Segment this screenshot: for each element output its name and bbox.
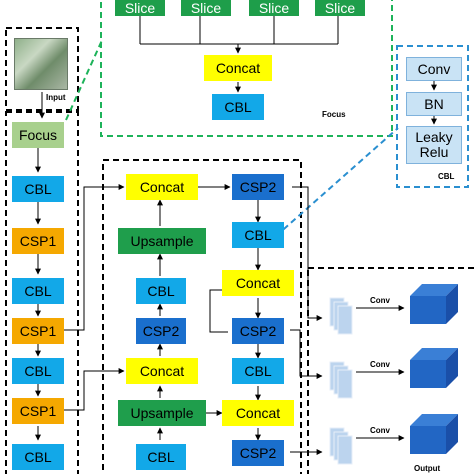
head-conv-label-3: Conv — [370, 426, 390, 435]
neck-csp2-right-2: CSP2 — [232, 318, 284, 344]
neck-frame — [102, 159, 302, 474]
focus-cbl: CBL — [212, 94, 264, 120]
head-conv-label-1: Conv — [370, 296, 390, 305]
backbone-csp1-3: CSP1 — [12, 398, 64, 424]
neck-concat-1: Concat — [126, 174, 198, 200]
neck-csp2-right-3: CSP2 — [232, 440, 284, 466]
neck-upsample-2: Upsample — [118, 400, 206, 426]
backbone-csp1-1: CSP1 — [12, 228, 64, 254]
backbone-csp1-2: CSP1 — [12, 318, 64, 344]
neck-csp2-1: CSP2 — [136, 318, 186, 344]
neck-cbl-1: CBL — [136, 278, 186, 304]
backbone-cbl-2: CBL — [12, 278, 64, 304]
cbl-leaky-relu: Leaky Relu — [406, 126, 462, 164]
cbl-bn: BN — [406, 92, 462, 116]
cbl-frame — [396, 45, 469, 188]
backbone-focus: Focus — [12, 122, 64, 148]
cbl-panel-title: CBL — [438, 172, 455, 181]
input-label: Input — [46, 93, 66, 102]
neck-cbl-right-1: CBL — [232, 222, 284, 248]
focus-frame — [100, 0, 393, 137]
backbone-cbl-1: CBL — [12, 176, 64, 202]
neck-upsample-1: Upsample — [118, 228, 206, 254]
input-image — [14, 38, 68, 90]
head-conv-label-2: Conv — [370, 360, 390, 369]
focus-slice-1: Slice — [115, 0, 165, 16]
focus-slice-3: Slice — [249, 0, 299, 16]
neck-csp2-top: CSP2 — [232, 174, 284, 200]
focus-slice-4: Slice — [315, 0, 365, 16]
neck-cbl-2: CBL — [136, 444, 186, 470]
output-label: Output — [414, 464, 441, 473]
focus-slice-2: Slice — [181, 0, 231, 16]
backbone-cbl-4: CBL — [12, 444, 64, 470]
neck-concat-2: Concat — [126, 358, 198, 384]
neck-concat-right-1: Concat — [222, 270, 294, 296]
head-frame — [307, 267, 474, 474]
focus-concat: Concat — [204, 55, 272, 81]
cbl-conv: Conv — [406, 57, 462, 81]
focus-panel-title: Focus — [322, 110, 346, 119]
neck-cbl-right-2: CBL — [232, 358, 284, 384]
backbone-cbl-3: CBL — [12, 358, 64, 384]
neck-concat-right-2: Concat — [222, 400, 294, 426]
